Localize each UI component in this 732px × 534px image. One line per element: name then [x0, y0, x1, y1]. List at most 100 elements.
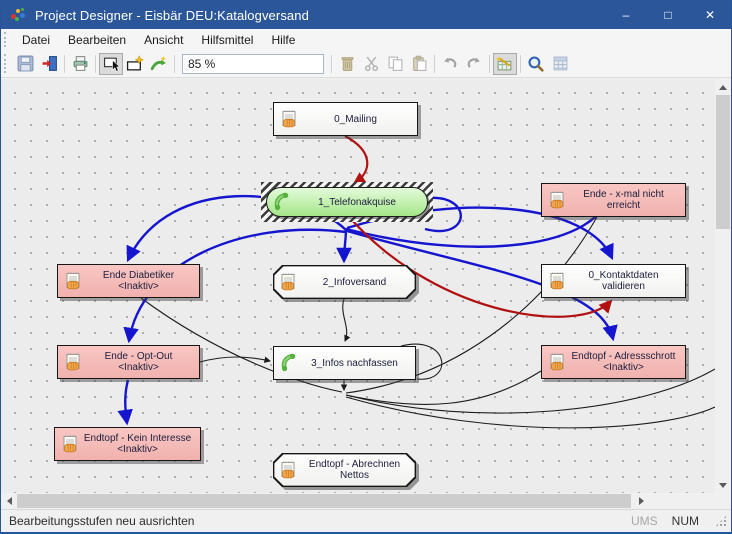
table-view-button[interactable]	[548, 53, 572, 75]
node-endtopf-abrechnen-nettos[interactable]: Endtopf - Abrechnen Nettos	[273, 453, 416, 487]
node-1-telefonakquise[interactable]: 1_Telefonakquise	[266, 187, 428, 217]
node-2-infoversand[interactable]: 2_Infoversand	[273, 265, 416, 299]
print-icon	[73, 56, 87, 71]
menu-datei[interactable]: Datei	[22, 32, 51, 47]
auto-arrange-button[interactable]	[147, 53, 171, 75]
mailing-doc-icon	[66, 353, 80, 371]
horizontal-scrollbar[interactable]	[1, 493, 649, 509]
exit-button[interactable]	[37, 53, 61, 75]
close-button[interactable]: ✕	[704, 8, 716, 22]
diagram-canvas[interactable]: 0_Mailing 1_Telefonakquise Ende - x-mal …	[1, 79, 715, 493]
vertical-scroll-thumb[interactable]	[716, 95, 730, 229]
delete-button[interactable]	[335, 53, 359, 75]
mailing-doc-icon	[550, 191, 564, 209]
select-tool-button[interactable]	[99, 52, 123, 75]
undo-icon	[444, 57, 457, 68]
node-label: Ende Diabetiker <Inaktiv>	[102, 270, 175, 292]
node-kontaktdaten-validieren[interactable]: 0_Kontaktdaten validieren	[541, 264, 686, 298]
node-1-telefonakquise-selection[interactable]: 1_Telefonakquise	[261, 182, 433, 222]
scroll-down-icon	[719, 482, 727, 492]
mailing-doc-icon	[550, 353, 564, 371]
new-stage-icon	[126, 55, 144, 71]
scroll-down-button[interactable]	[715, 477, 731, 493]
node-label: 0_Kontaktdaten validieren	[588, 270, 659, 292]
zoom-combobox[interactable]	[182, 53, 343, 74]
magnifier-icon	[528, 55, 544, 72]
node-ende-diabetiker[interactable]: Ende Diabetiker <Inaktiv>	[57, 264, 200, 298]
scroll-up-icon	[719, 81, 727, 90]
horizontal-scroll-thumb[interactable]	[17, 494, 631, 508]
exit-door-icon	[42, 56, 57, 71]
paste-icon	[412, 55, 426, 71]
toolbar	[1, 50, 731, 78]
app-logo-icon	[10, 7, 26, 23]
node-label: Ende - x-mal nicht erreicht	[583, 189, 664, 211]
node-endtopf-adressschrott[interactable]: Endtopf - Adressschrott <Inaktiv>	[541, 345, 686, 379]
node-label: Endtopf - Abrechnen Nettos	[308, 459, 401, 481]
maximize-button[interactable]: □	[664, 8, 672, 22]
new-stage-button[interactable]	[123, 53, 147, 75]
resize-grip[interactable]	[715, 515, 727, 527]
undo-button[interactable]	[438, 53, 462, 75]
trash-icon	[341, 57, 353, 71]
mailing-doc-icon	[63, 435, 77, 453]
toolbar-grip	[4, 54, 9, 73]
copy-icon	[388, 56, 402, 71]
scroll-right-button[interactable]	[633, 493, 649, 509]
node-label: 3_Infos nachfassen	[311, 357, 398, 369]
node-label: Endtopf - Kein Interesse <Inaktiv>	[83, 433, 192, 455]
select-cursor-icon	[103, 57, 120, 72]
cut-button[interactable]	[359, 53, 383, 75]
mailing-doc-icon	[66, 272, 80, 290]
scroll-left-button[interactable]	[1, 493, 17, 509]
node-endtopf-kein-interesse[interactable]: Endtopf - Kein Interesse <Inaktiv>	[54, 427, 201, 461]
scissors-icon	[364, 56, 378, 72]
phone-icon	[280, 353, 300, 373]
auto-arrange-icon	[150, 56, 166, 71]
redo-icon	[467, 57, 480, 68]
node-ende-x-mal[interactable]: Ende - x-mal nicht erreicht	[541, 183, 686, 217]
node-ende-opt-out[interactable]: Ende - Opt-Out <Inaktiv>	[57, 345, 200, 379]
save-button[interactable]	[13, 53, 37, 75]
indicator-ums: UMS	[631, 514, 658, 528]
mailing-doc-icon	[282, 110, 296, 128]
node-label: 1_Telefonakquise	[318, 196, 396, 208]
node-label: Ende - Opt-Out <Inaktiv>	[104, 351, 173, 373]
scroll-left-icon	[3, 497, 12, 505]
menu-ansicht[interactable]: Ansicht	[144, 32, 184, 47]
print-button[interactable]	[68, 53, 92, 75]
save-icon	[17, 55, 33, 72]
scrollbar-corner	[649, 493, 731, 509]
mailing-doc-icon	[550, 272, 564, 290]
redo-button[interactable]	[462, 53, 486, 75]
zoom-input[interactable]	[183, 56, 343, 71]
wizard-button[interactable]	[493, 52, 517, 75]
node-label: 2_Infoversand	[322, 276, 387, 288]
node-3-infos-nachfassen[interactable]: 3_Infos nachfassen	[273, 346, 416, 380]
menu-hilfe[interactable]: Hilfe	[271, 32, 296, 47]
scroll-up-button[interactable]	[715, 79, 731, 95]
status-message: Bearbeitungsstufen neu ausrichten	[9, 514, 195, 528]
paste-button[interactable]	[407, 53, 431, 75]
wizard-table-icon	[496, 56, 512, 71]
node-label: Endtopf - Adressschrott <Inaktiv>	[571, 351, 676, 373]
statusbar: Bearbeitungsstufen neu ausrichten UMS NU…	[1, 509, 731, 532]
magnifier-button[interactable]	[524, 53, 548, 75]
table-icon	[553, 56, 567, 71]
menu-bearbeiten[interactable]: Bearbeiten	[68, 32, 127, 47]
scroll-right-icon	[638, 497, 648, 505]
minimize-button[interactable]: –	[622, 8, 630, 22]
mailing-doc-icon	[281, 461, 295, 479]
mailing-doc-icon	[281, 273, 295, 291]
node-label: 0_Mailing	[334, 113, 377, 125]
vertical-scrollbar[interactable]	[715, 79, 731, 493]
menu-hilfsmittel[interactable]: Hilfsmittel	[201, 32, 254, 47]
window-title: Project Designer - Eisbär DEU:Katalogver…	[35, 7, 309, 23]
titlebar[interactable]: Project Designer - Eisbär DEU:Katalogver…	[1, 1, 731, 29]
node-0-mailing[interactable]: 0_Mailing	[273, 102, 418, 136]
copy-button[interactable]	[383, 53, 407, 75]
indicator-num: NUM	[671, 514, 699, 528]
menubar: Datei Bearbeiten Ansicht Hilfsmittel Hil…	[1, 29, 731, 50]
menubar-grip	[4, 32, 9, 47]
